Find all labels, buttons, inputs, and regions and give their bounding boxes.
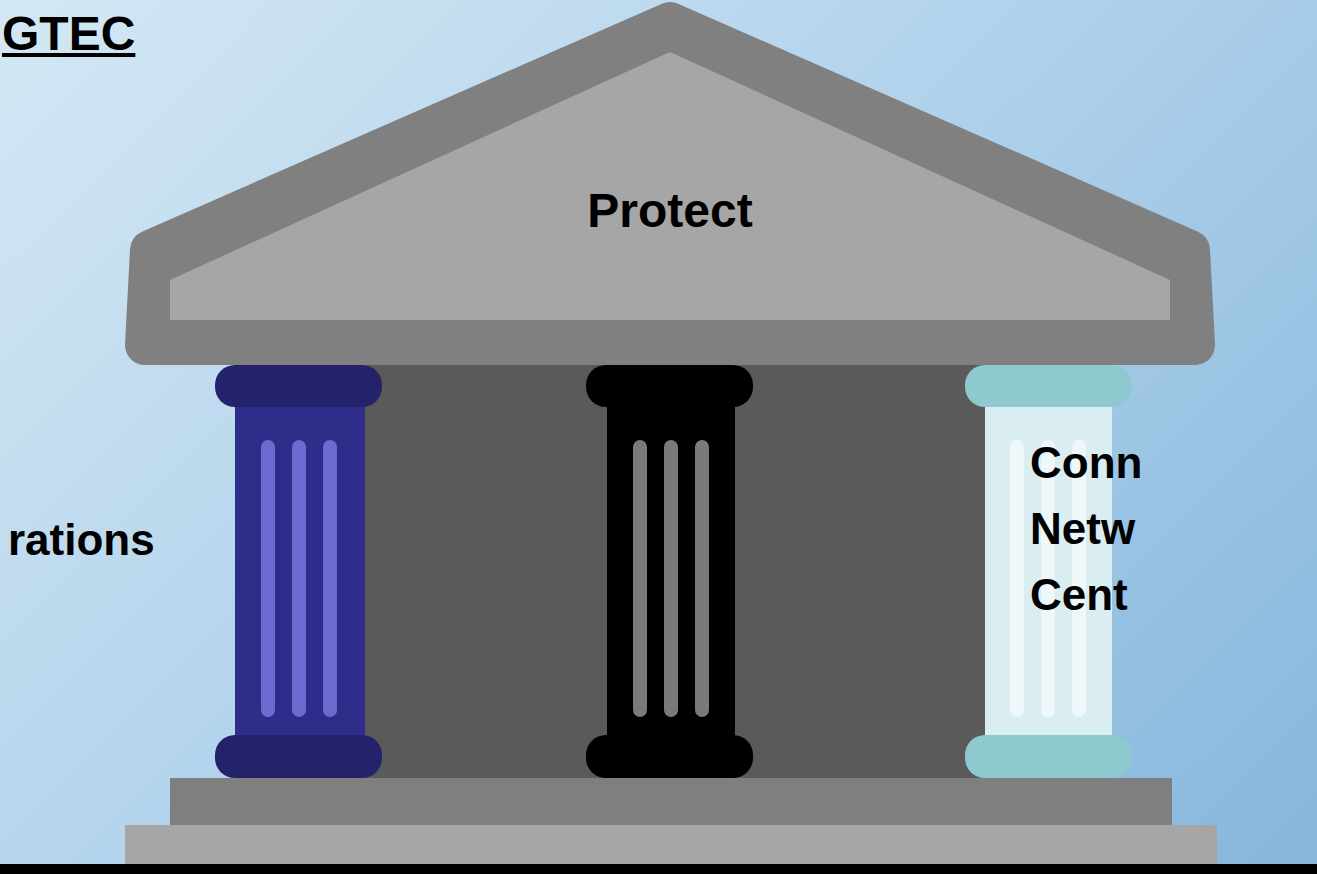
pillar (235, 385, 365, 755)
pillar-label: Conn Netw Cent (1030, 430, 1142, 628)
pillar (607, 385, 735, 755)
pillar-cap (586, 365, 753, 407)
roof-label: Protect (587, 183, 752, 238)
temple-step (170, 778, 1172, 826)
pillar-flute (695, 440, 709, 717)
pillar-base (965, 735, 1132, 778)
pillar-flute (292, 440, 306, 717)
pillar-flute (633, 440, 647, 717)
pillar-flute (1010, 440, 1024, 717)
pillar-flute (664, 440, 678, 717)
pillar-flute (323, 440, 337, 717)
pillar-cap (965, 365, 1132, 407)
ground-line (0, 864, 1317, 874)
temple-roof (145, 22, 1195, 345)
pillar-cap (215, 365, 382, 407)
temple-step (125, 825, 1217, 870)
temple-wall (300, 360, 1050, 780)
roof-label-box: Protect (577, 179, 762, 242)
roof-face (170, 52, 1170, 320)
diagram-title: GTEC (2, 6, 135, 61)
pillar-flute (261, 440, 275, 717)
pillar-label: rations (8, 515, 155, 565)
pillar-base (215, 735, 382, 778)
pillar-base (586, 735, 753, 778)
